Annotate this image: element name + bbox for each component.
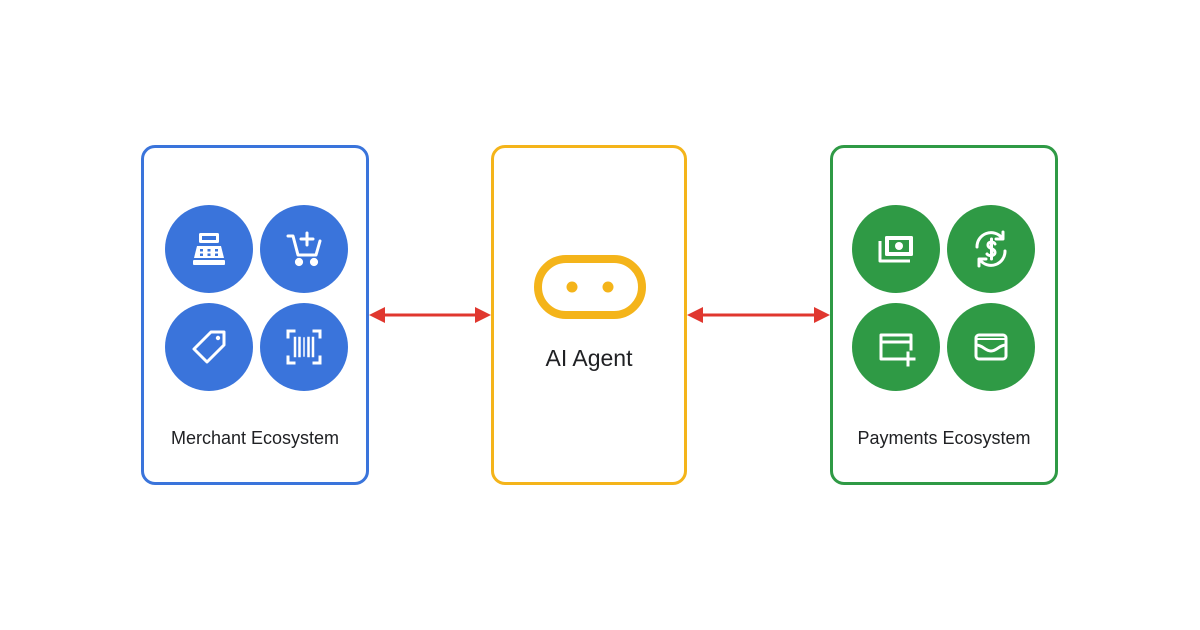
robot-face-icon	[534, 255, 646, 319]
add-card-icon	[852, 303, 940, 391]
currency-exchange-icon	[947, 205, 1035, 293]
merchant-ecosystem-panel: Merchant Ecosystem	[141, 145, 369, 485]
agent-payments-arrow	[687, 307, 830, 323]
payments-ecosystem-panel: Payments Ecosystem	[830, 145, 1058, 485]
wallet-icon	[947, 303, 1035, 391]
price-tag-icon	[165, 303, 253, 391]
payments-ecosystem-label: Payments Ecosystem	[857, 428, 1031, 448]
cash-bills-icon	[852, 205, 940, 293]
ai-agent-label: AI Agent	[545, 345, 633, 371]
merchant-ecosystem-label: Merchant Ecosystem	[170, 428, 340, 448]
add-to-cart-icon	[260, 205, 348, 293]
ai-agent-panel: AI Agent	[491, 145, 687, 485]
barcode-scanner-icon	[260, 303, 348, 391]
merchant-agent-arrow	[369, 307, 491, 323]
cash-register-icon	[165, 205, 253, 293]
